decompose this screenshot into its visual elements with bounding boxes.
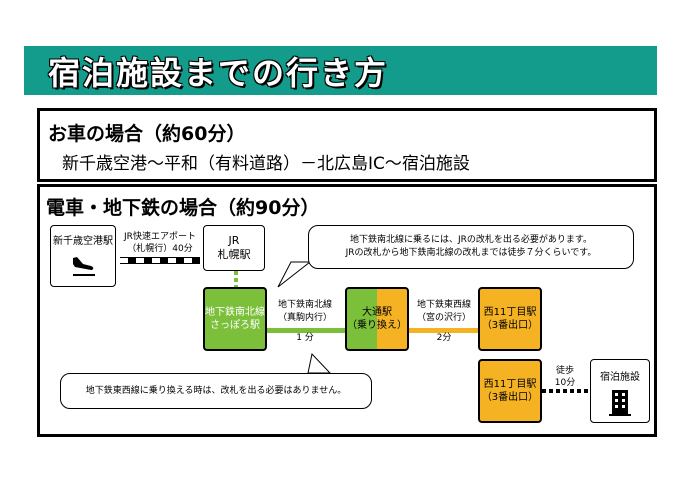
airport-station-label: 新千歳空港駅 [53, 236, 113, 247]
tozai-line-direction: （宮の沢行） [416, 313, 471, 323]
callout-tozai-transfer: 地下鉄東西線に乗り換える時は、改札を出る必要はありません。 [60, 373, 372, 409]
page-title: 宿泊施設までの行き方 [48, 54, 389, 92]
building-icon [609, 390, 631, 416]
car-section-title: お車の場合（約60分） [48, 123, 246, 145]
nishi11-exit-box: 西11丁目駅 （3番出口） [478, 359, 542, 423]
namboku-line-label: 地下鉄南北線 [277, 300, 332, 310]
namboku-line-bar [265, 328, 345, 333]
callout-bottom-pointer [307, 352, 332, 374]
car-route: 新千歳空港～平和（有料道路）－北広島IC～宿泊施設 [62, 154, 470, 174]
callout-top-pointer [277, 261, 312, 288]
tozai-line-bar [408, 328, 478, 333]
route-connectors [120, 257, 588, 393]
jr-line-label: JR快速エアポート [124, 232, 196, 242]
callout-jr-transfer-line2: JRの改札から地下鉄南北線の改札までは徒歩７分くらいです。 [345, 248, 597, 258]
header-band [24, 46, 657, 95]
train-section-title: 電車・地下鉄の場合（約90分） [46, 197, 320, 219]
facility-label: 宿泊施設 [600, 372, 640, 383]
train-section: 電車・地下鉄の場合（約90分） 新千歳空港駅 JR快速エアポート （札幌行）40… [37, 184, 657, 437]
jr-line-direction: （札幌行）40分 [127, 244, 193, 254]
walk-time: 10分 [554, 378, 576, 388]
facility-box: 宿泊施設 [590, 359, 650, 423]
airplane-landing-icon [73, 257, 95, 276]
jr-sapporo-box: JR 札幌駅 [203, 225, 265, 271]
namboku-line-time: 1 分 [296, 333, 314, 343]
walk-label: 徒歩 [555, 366, 574, 376]
car-section: お車の場合（約60分） 新千歳空港～平和（有料道路）－北広島IC～宿泊施設 [37, 108, 657, 182]
subway-sapporo-box: 地下鉄南北線 さっぽろ駅 [203, 287, 267, 351]
airport-station-box: 新千歳空港駅 [50, 225, 116, 287]
callout-jr-transfer: 地下鉄南北線に乗るには、JRの改札を出る必要があります。 JRの改札から地下鉄南… [308, 225, 634, 269]
tozai-line-time: 2分 [436, 333, 452, 343]
nishi11-station-box: 西11丁目駅 （3番出口） [478, 287, 542, 351]
namboku-line-direction: （真駒内行） [277, 313, 332, 323]
odori-station-box: 大通駅 （乗り換え） [345, 287, 409, 351]
callout-jr-transfer-line1: 地下鉄南北線に乗るには、JRの改札を出る必要があります。 [349, 235, 592, 245]
tozai-line-label: 地下鉄東西線 [416, 300, 471, 310]
